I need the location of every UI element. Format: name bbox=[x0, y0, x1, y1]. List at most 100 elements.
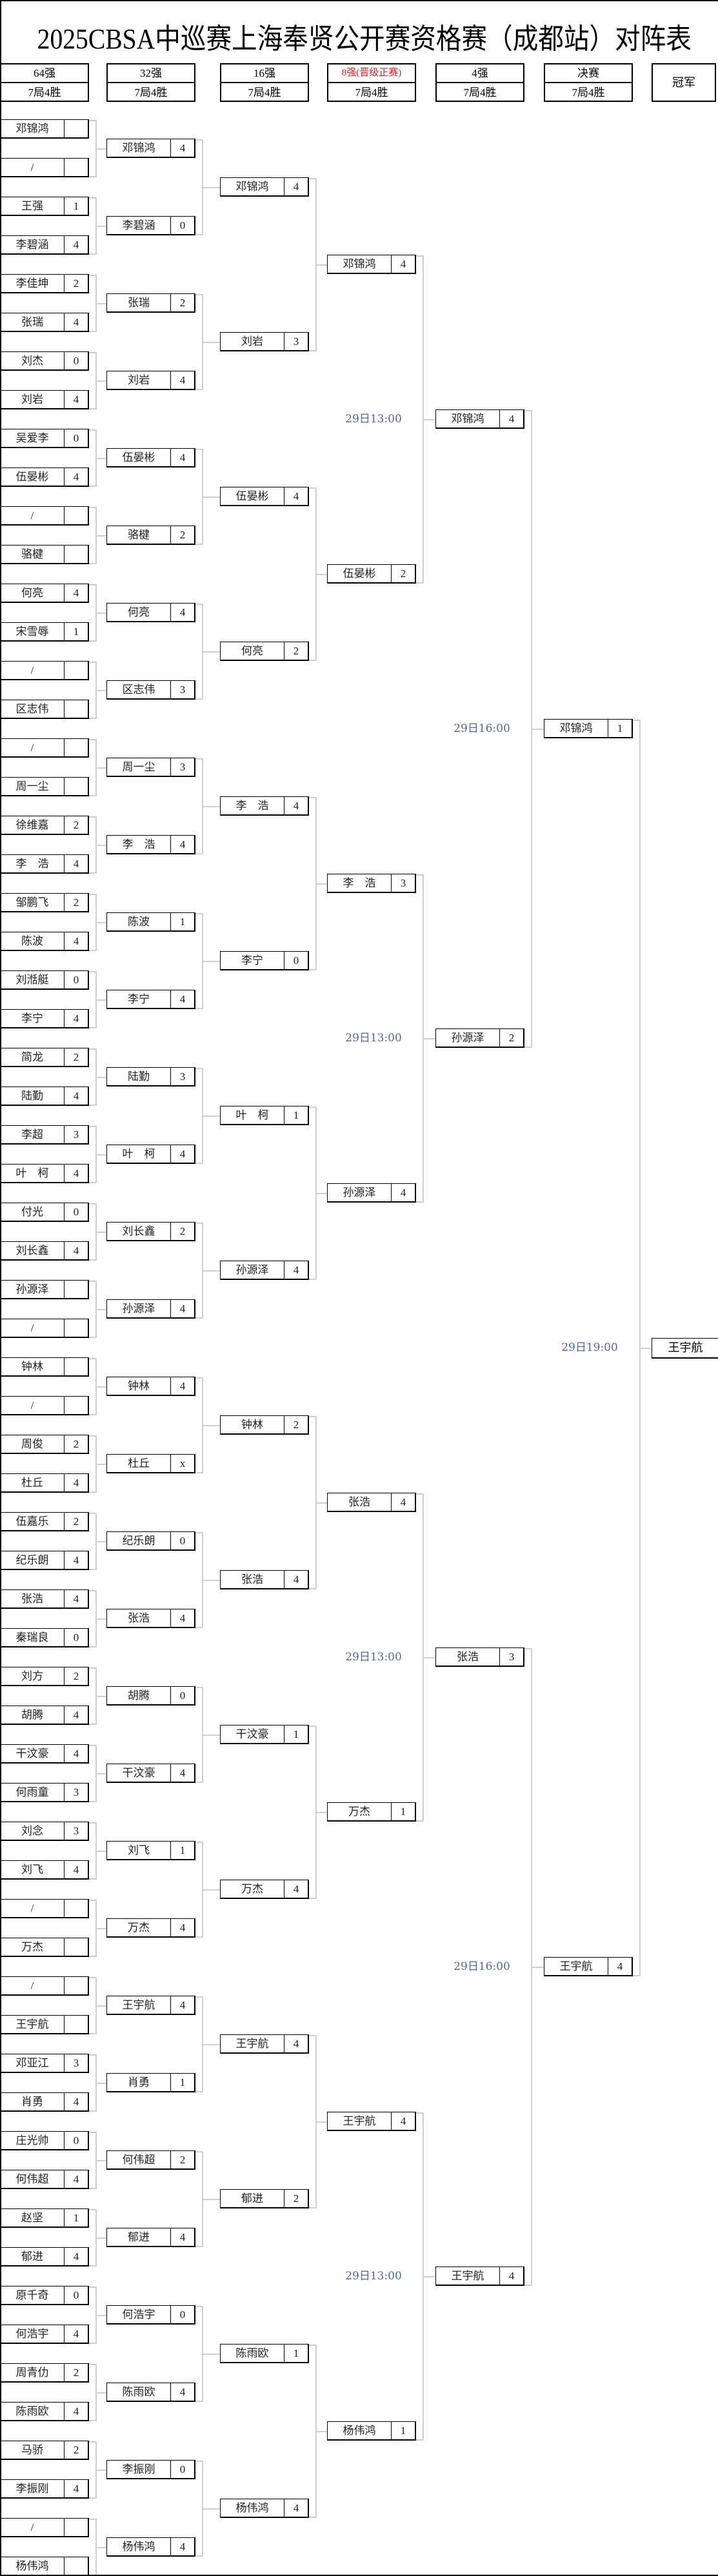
player-slot[interactable]: 王宇航 bbox=[1, 2015, 89, 2034]
player-slot[interactable]: 区志伟 bbox=[1, 700, 89, 719]
player-slot[interactable]: 骆楗 bbox=[1, 545, 89, 564]
player-slot[interactable]: / bbox=[1, 2518, 89, 2537]
player-slot[interactable]: 邓锦鸿 bbox=[1, 119, 89, 139]
player-slot[interactable]: / bbox=[1, 1319, 89, 1338]
player-slot[interactable]: 万杰 bbox=[1, 1938, 89, 1957]
player-slot[interactable]: / bbox=[1, 738, 89, 758]
player-slot[interactable]: / bbox=[1, 661, 89, 680]
player-slot[interactable]: / bbox=[1, 158, 89, 177]
player-slot[interactable]: 孙源泽 bbox=[1, 1280, 89, 1299]
player-slot[interactable]: 钟林 bbox=[1, 1357, 89, 1377]
player-slot[interactable]: / bbox=[1, 1396, 89, 1415]
player-slot[interactable]: 周一尘 bbox=[1, 777, 89, 796]
